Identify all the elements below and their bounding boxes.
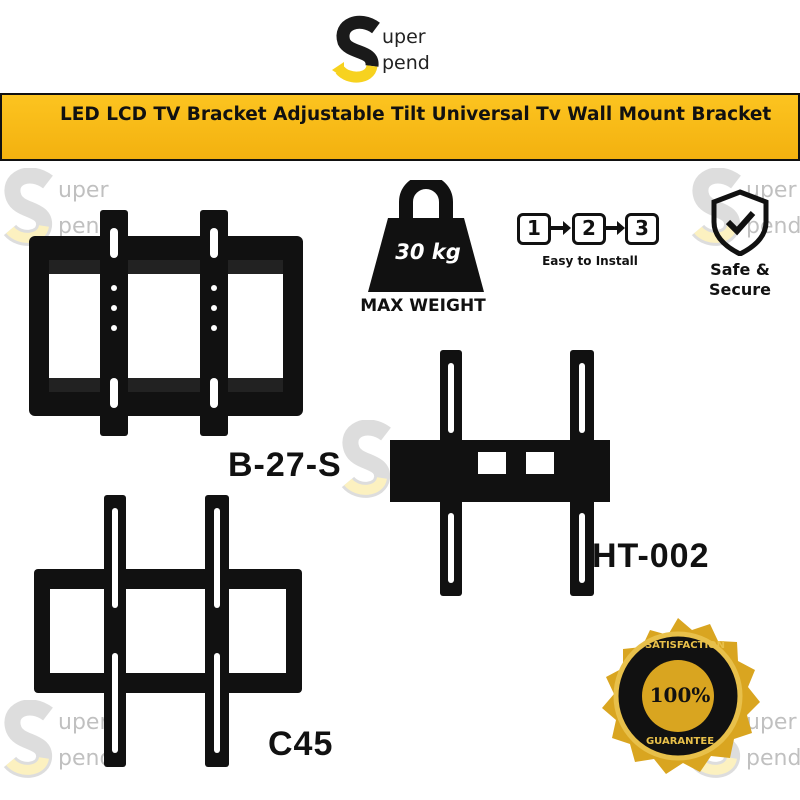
steps-label: Easy to Install — [542, 254, 638, 268]
model-label-c45: C45 — [268, 725, 334, 763]
bracket-ht002-image — [390, 350, 610, 596]
badge-center-text: 100% — [649, 683, 711, 707]
badge-top-text: SATISFACTION — [644, 640, 726, 651]
step-2: 2 — [572, 213, 606, 245]
brand-logo: uper pend — [330, 14, 440, 84]
weight-value: 30 kg — [395, 240, 461, 264]
badge-bottom-text: GUARANTEE — [645, 736, 715, 747]
arrow-icon — [605, 221, 625, 235]
watermark-logo — [338, 419, 458, 500]
arrow-icon — [551, 221, 571, 235]
title-banner: LED LCD TV Bracket Adjustable Tilt Unive… — [0, 93, 800, 161]
safe-label: Safe &Secure — [709, 260, 771, 299]
model-label-ht002: HT-002 — [592, 537, 710, 575]
weight-label: MAX WEIGHT — [360, 296, 486, 316]
bracket-b27s-image — [29, 210, 303, 436]
shield-check-icon — [711, 189, 769, 256]
steps-icon: 1 2 3 — [517, 213, 662, 245]
product-title: LED LCD TV Bracket Adjustable Tilt Unive… — [60, 104, 772, 125]
bracket-c45-image — [34, 495, 302, 767]
weight-icon — [368, 180, 484, 292]
satisfaction-badge — [602, 618, 760, 774]
step-3: 3 — [625, 213, 659, 245]
model-label-b27s: B-27-S — [228, 446, 342, 484]
step-1: 1 — [517, 213, 551, 245]
